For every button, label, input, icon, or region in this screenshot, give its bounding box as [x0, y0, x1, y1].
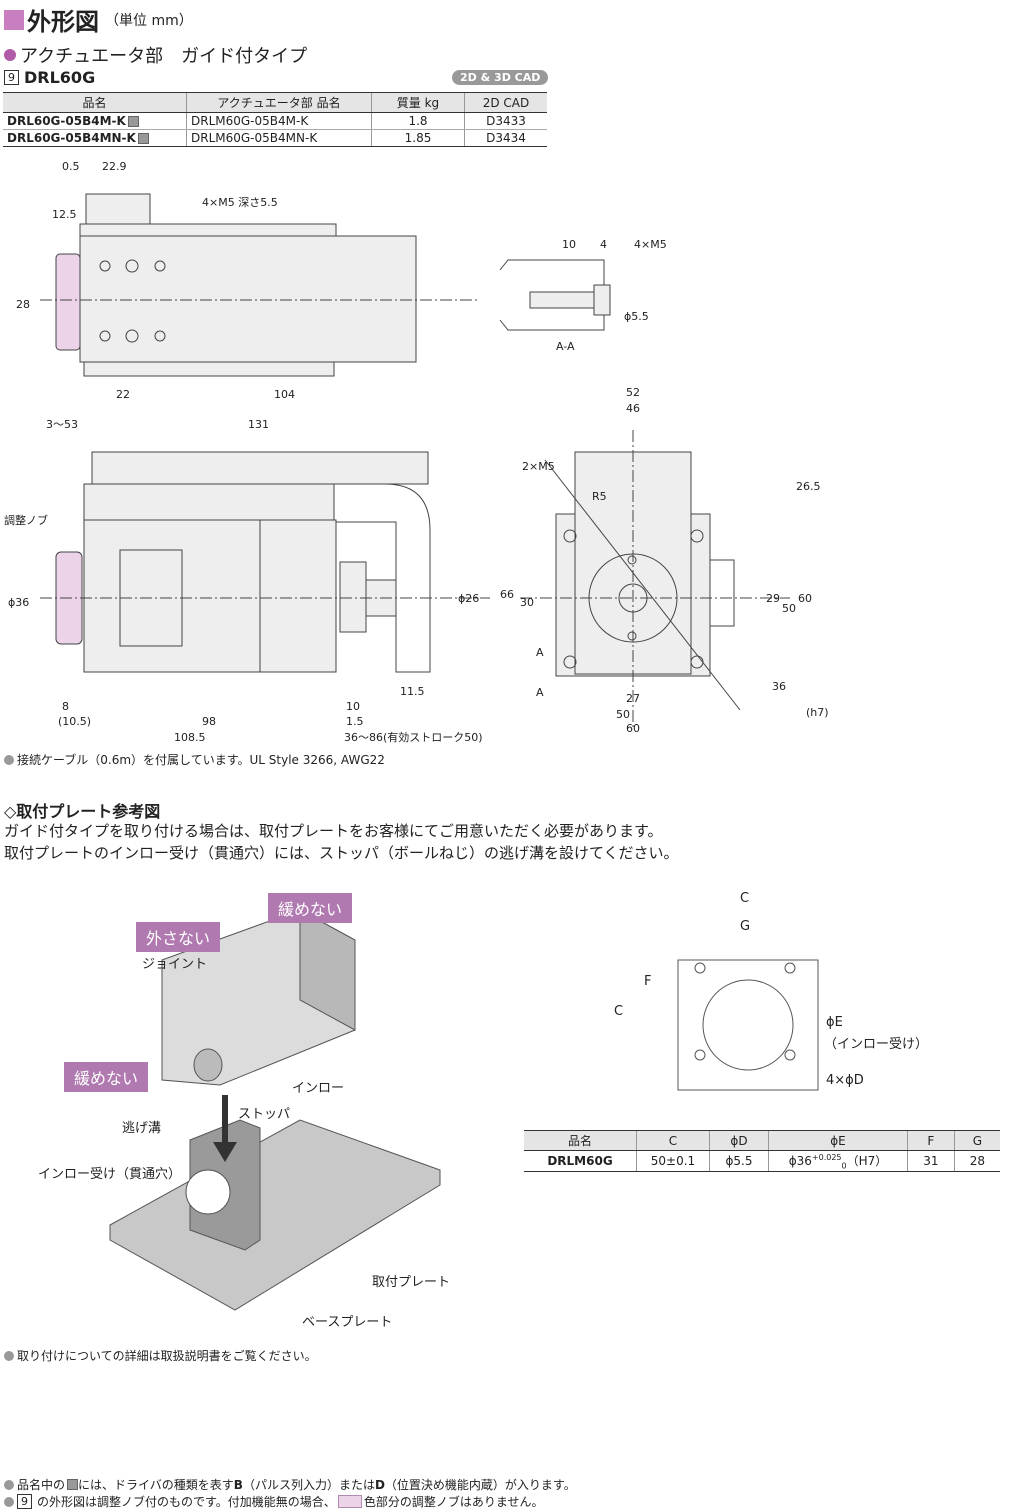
cad-badge[interactable]: 2D & 3D CAD: [452, 70, 549, 85]
section-subtitle: アクチュエータ部 ガイド付タイプ: [4, 42, 307, 68]
dim-label: A-A: [556, 340, 575, 353]
footnote-2: 9 の外形図は調整ノブ付のものです。付加機能無の場合、 色部分の調整ノブはありま…: [4, 1493, 543, 1510]
bullet-icon: [4, 1479, 14, 1490]
ref-f: F: [644, 974, 651, 989]
dim-label: 60: [626, 722, 640, 735]
pink-swatch-icon: [337, 1495, 362, 1508]
product-table: 品名 アクチュエータ部 品名 質量 kg 2D CAD DRL60G-05B4M…: [3, 92, 547, 147]
label-groove: 逃げ溝: [122, 1121, 161, 1136]
dim-label: 2×M5: [522, 460, 555, 473]
driver-type-mark-icon: [127, 116, 139, 127]
cable-note: 接続ケーブル（0.6m）を付属しています。UL Style 3266, AWG2…: [4, 751, 385, 768]
dim-label: ϕ5.5: [624, 310, 649, 323]
dim-label: 104: [274, 388, 295, 401]
model-heading: 9 DRL60G: [4, 68, 95, 87]
ref-phid: 4×ϕD: [826, 1073, 864, 1088]
dim-label: 26.5: [796, 480, 821, 493]
dimension-labels: 0.5 22.9 12.5 4×M5 深さ5.5 28 22 104 10 4 …: [4, 160, 829, 744]
dim-label: 1.5: [346, 715, 364, 728]
dim-label: 50: [616, 708, 630, 721]
dim-label: 3～53: [46, 418, 78, 431]
dim-label: ϕ26: [458, 592, 479, 605]
driver-type-mark-icon: [67, 1479, 79, 1490]
page-title: 外形図 （単位 mm）: [4, 2, 193, 37]
ref-g: G: [740, 919, 750, 934]
callout-do-not-loosen-2: 緩めない: [64, 1062, 149, 1092]
mount-note: 取り付けについての詳細は取扱説明書をご覧ください。: [4, 1347, 317, 1364]
dim-label: 50: [782, 602, 796, 615]
dim-label: 36～86(有効ストローク50): [344, 730, 483, 744]
dim-label: ϕ36: [8, 596, 29, 609]
label-joint: ジョイント: [142, 957, 207, 972]
callout-do-not-loosen: 緩めない: [268, 893, 353, 923]
callout-do-not-remove: 外さない: [136, 922, 221, 952]
label-plate: 取付プレート: [372, 1275, 450, 1290]
dim-label: 10: [346, 700, 360, 713]
dim-label: 60: [798, 592, 812, 605]
label-base: ベースプレート: [302, 1315, 392, 1330]
plate-labels: ジョイント インロー ストッパ 逃げ溝 インロー受け（貫通穴） 取付プレート ベ…: [38, 891, 928, 1330]
dim-label: 調整ノブ: [4, 513, 48, 527]
dim-label: 10: [562, 238, 576, 251]
table-row: DRL60G-05B4MN-K DRLM60G-05B4MN-K 1.85 D3…: [3, 129, 547, 147]
bullet-icon: [4, 49, 16, 61]
dim-label: A: [536, 686, 544, 699]
driver-type-mark-icon: [137, 133, 149, 144]
plate-title: ◇取付プレート参考図: [4, 802, 161, 821]
dim-label: 29: [766, 592, 780, 605]
dim-label: 98: [202, 715, 216, 728]
dim-label: (h7): [806, 706, 829, 719]
dim-label: 30: [520, 596, 534, 609]
plate-table: 品名 C ϕD ϕE F G DRLM60G 50±0.1 ϕ5.5 ϕ36+0…: [524, 1130, 1000, 1173]
dim-label: 8: [62, 700, 69, 713]
dim-label: 131: [248, 418, 269, 431]
bullet-icon: [4, 1350, 14, 1361]
dim-label: 4×M5 深さ5.5: [202, 196, 278, 209]
dim-label: 12.5: [52, 208, 77, 221]
dim-label: (10.5): [58, 715, 91, 728]
table-row: DRL60G-05B4M-K DRLM60G-05B4M-K 1.8 D3433: [3, 112, 547, 130]
dim-label: 108.5: [174, 731, 206, 744]
dim-label: 22: [116, 388, 130, 401]
dim-label: 66: [500, 588, 514, 601]
dim-label: A: [536, 646, 544, 659]
title-square-icon: [4, 9, 24, 30]
dim-label: 52: [626, 386, 640, 399]
dim-label: R5: [592, 490, 607, 503]
plate-description: ガイド付タイプを取り付ける場合は、取付プレートをお客様にてご用意いただく必要があ…: [4, 822, 679, 862]
model-number-box: 9: [17, 1494, 32, 1509]
dim-label: 4×M5: [634, 238, 667, 251]
bullet-icon: [4, 1496, 14, 1507]
bullet-icon: [4, 754, 14, 765]
label-inro-recv: インロー受け（貫通穴）: [38, 1167, 181, 1182]
dim-label: 36: [772, 680, 786, 693]
dim-label: 28: [16, 298, 30, 311]
dim-label: 46: [626, 402, 640, 415]
ref-c2: C: [614, 1004, 623, 1019]
ref-phie: ϕE: [826, 1015, 843, 1030]
dim-label: 22.9: [102, 160, 127, 173]
dim-label: 0.5: [62, 160, 80, 173]
label-inro: インロー: [292, 1081, 344, 1096]
label-stopper: ストッパ: [238, 1107, 290, 1122]
outline-drawing: 0.5 22.9 12.5 4×M5 深さ5.5 28 22 104 10 4 …: [4, 160, 829, 744]
dim-label: 11.5: [400, 685, 425, 698]
dim-label: 27: [626, 692, 640, 705]
model-number-box: 9: [4, 70, 19, 85]
ref-inro: （インロー受け）: [824, 1037, 928, 1052]
dim-label: 4: [600, 238, 607, 251]
ref-c: C: [740, 891, 749, 906]
table-row: DRLM60G 50±0.1 ϕ5.5 ϕ36+0.0250（H7） 31 28: [524, 1150, 1000, 1173]
